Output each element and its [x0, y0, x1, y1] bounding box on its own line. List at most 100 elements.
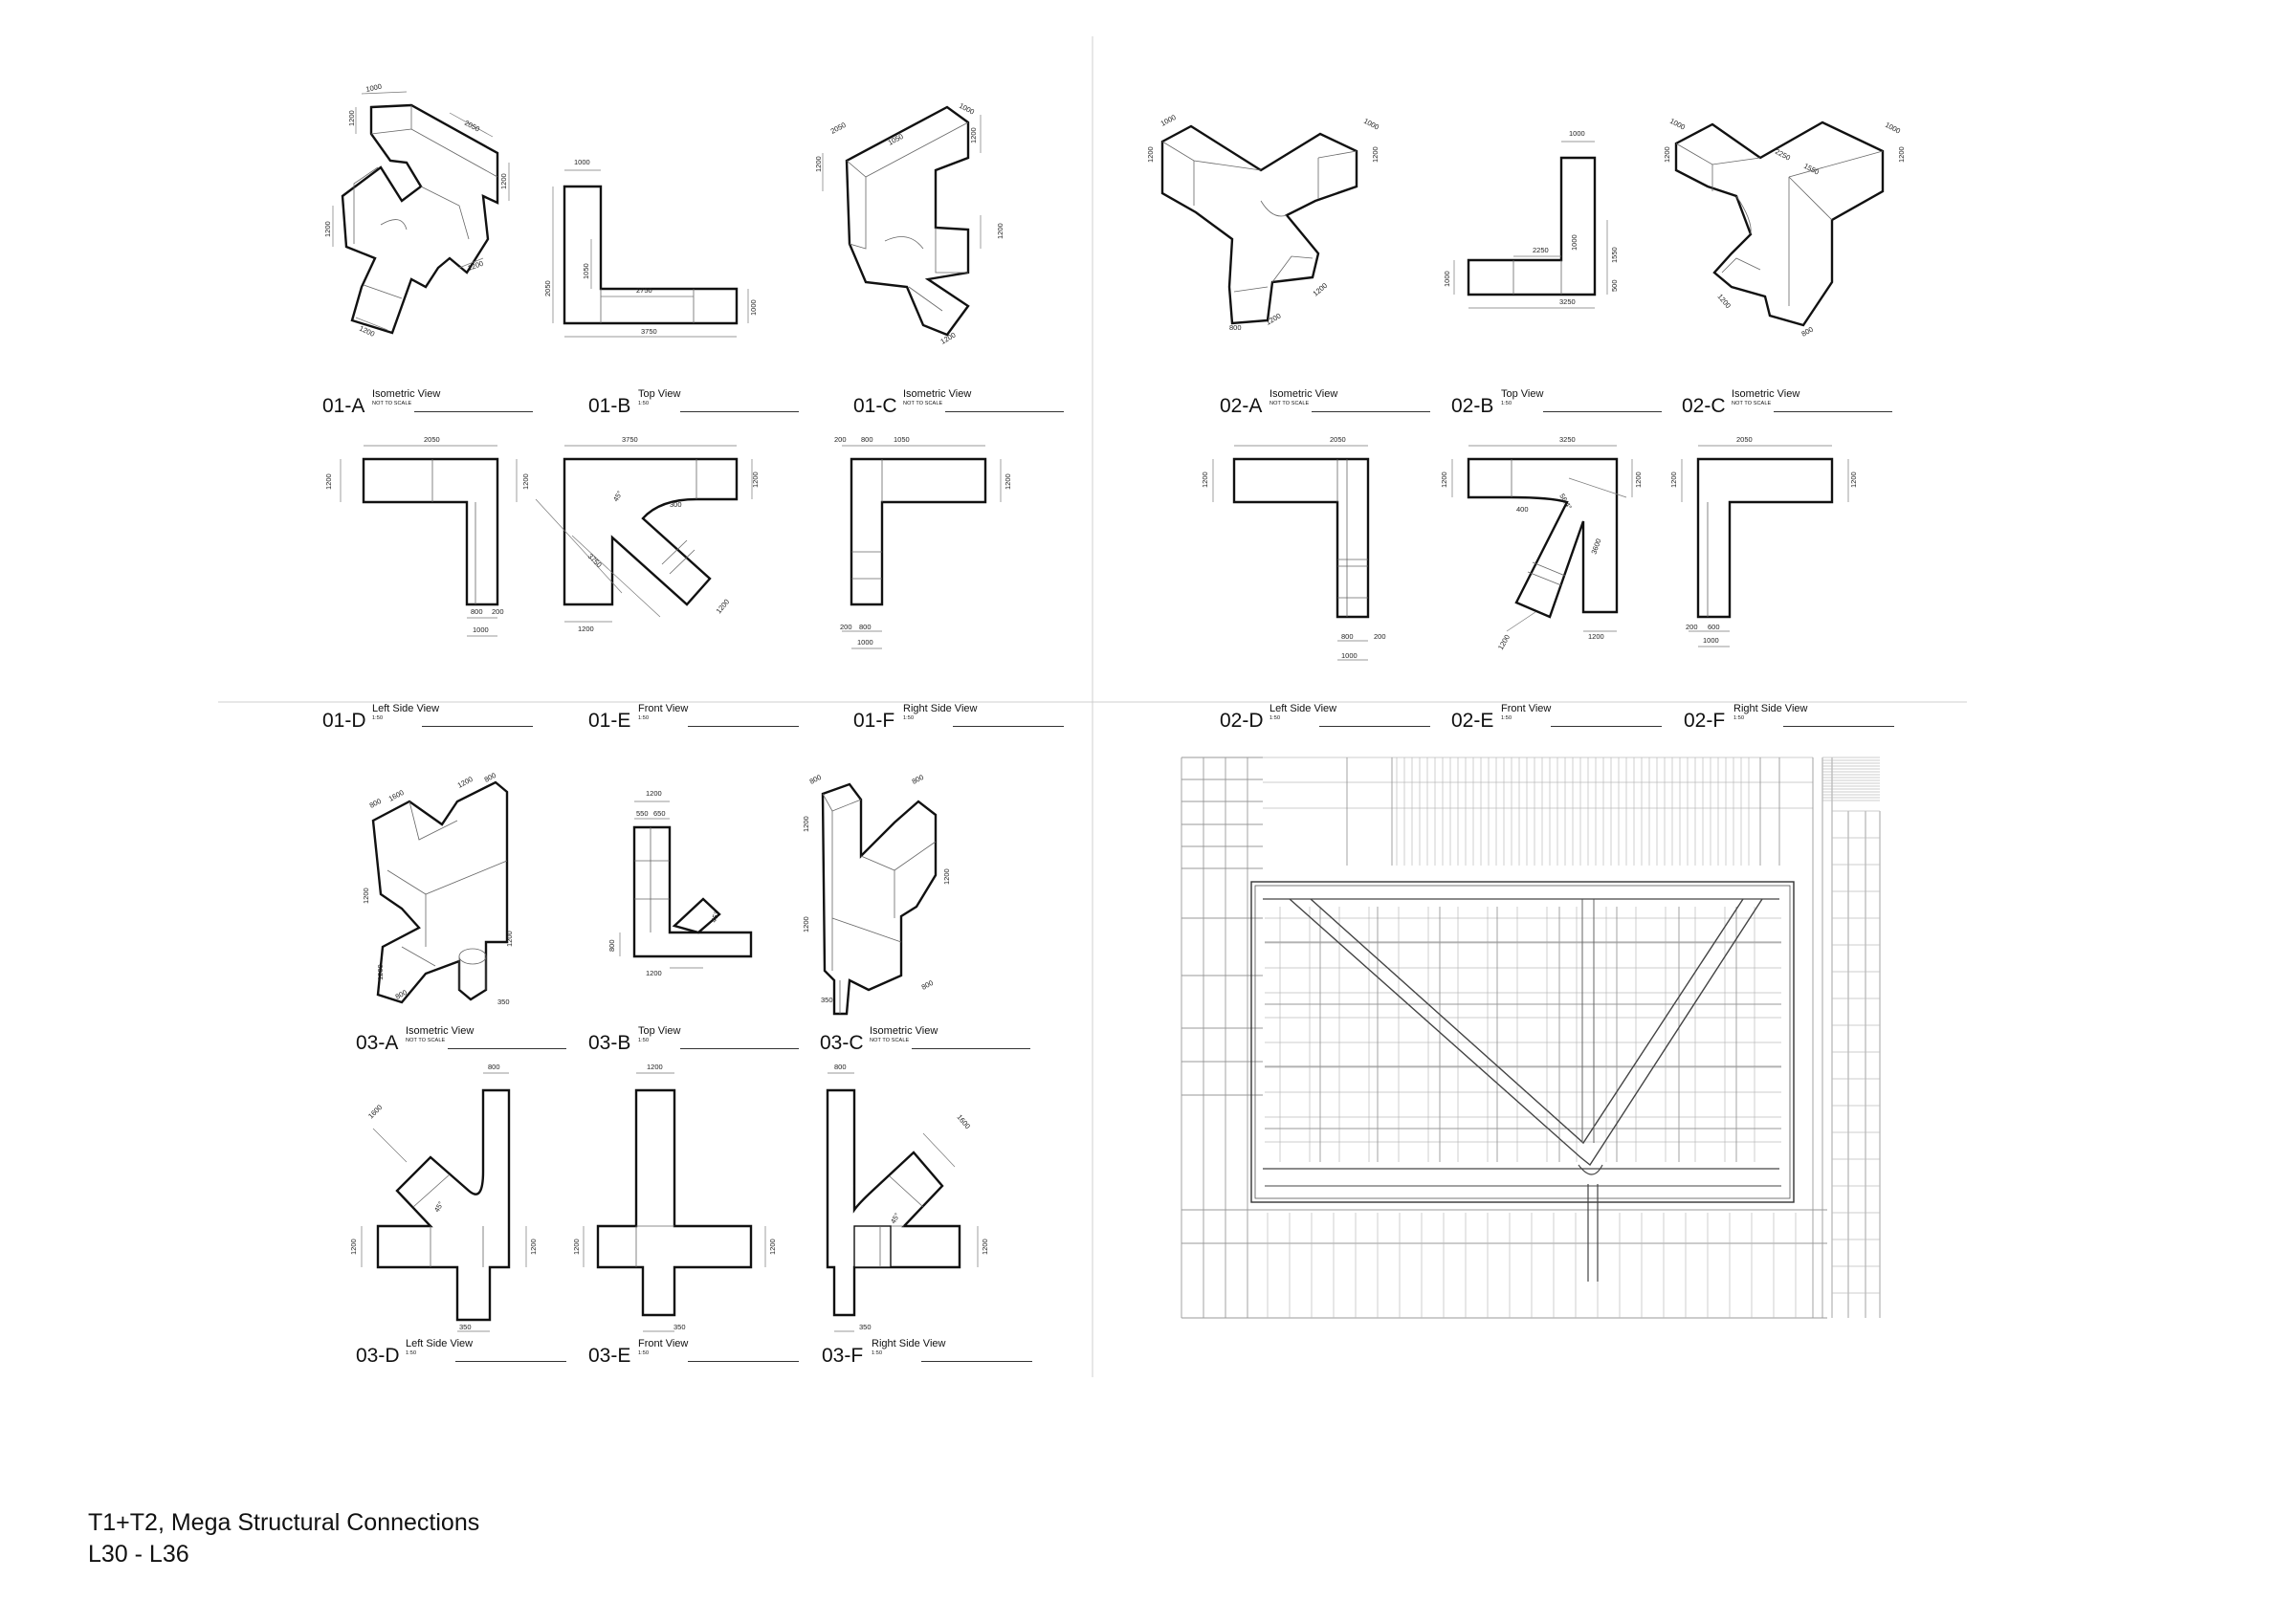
dim-01C-b: 2050: [829, 121, 848, 136]
dim-03A-b: 1600: [387, 788, 406, 803]
dim-02F-left: 1200: [1669, 472, 1678, 488]
dim-03B-left: 800: [607, 939, 616, 952]
dim-02B-r1: 1550: [1610, 247, 1619, 263]
dim-03C-f: 800: [920, 978, 935, 992]
caption-01E: 01-E Front View 1:50: [588, 701, 799, 734]
dim-02B-mid: 2250: [1533, 246, 1549, 254]
dim-01B-mid: 1050: [582, 263, 590, 279]
dim-03C-d: 1200: [942, 868, 951, 885]
dim-03D-left: 1200: [349, 1239, 358, 1255]
caption-03A: 03-A Isometric View NOT TO SCALE: [356, 1023, 566, 1056]
dim-03B-bottom: 1200: [646, 969, 662, 977]
dim-01F-t3: 1050: [894, 435, 910, 444]
caption-title: Top View: [638, 388, 681, 400]
caption-underline: [688, 726, 799, 727]
dim-01B-top: 1000: [574, 158, 590, 166]
caption-scale: NOT TO SCALE: [870, 1038, 910, 1043]
caption-underline: [455, 1361, 566, 1362]
caption-code: 03-C: [820, 1032, 864, 1054]
dim-01D-left: 1200: [324, 473, 333, 490]
dim-02D-b3: 1000: [1341, 651, 1358, 660]
dim-02C-f: 1200: [1897, 146, 1906, 163]
dim-01B-right: 1000: [749, 299, 758, 316]
dim-03C-c: 1200: [802, 816, 810, 832]
caption-code: 03-D: [356, 1345, 400, 1367]
caption-title: Isometric View: [903, 388, 972, 400]
dim-02F-b3: 1000: [1703, 636, 1719, 645]
dim-01A-c: 2050: [463, 119, 481, 134]
caption-code: 03-A: [356, 1032, 399, 1054]
dim-03B-top: 1200: [646, 789, 662, 798]
caption-title: Front View: [638, 1338, 689, 1349]
dim-01F-right: 1200: [1004, 473, 1012, 490]
caption-title: Front View: [1501, 703, 1552, 714]
caption-code: 01-F: [853, 710, 895, 732]
view-02C-isometric: 1200 1000 2250 1550 1000 1200 1200 800: [1663, 117, 1906, 339]
caption-scale: 1:50: [1501, 401, 1512, 406]
caption-title: Isometric View: [870, 1025, 938, 1037]
dim-02D-b1: 800: [1341, 632, 1354, 641]
dim-02D-left: 1200: [1201, 472, 1209, 488]
dim-02E-bl: 1200: [1496, 633, 1512, 651]
dim-03C-a: 800: [808, 773, 823, 786]
caption-code: 02-A: [1220, 395, 1263, 417]
dim-03F-b: 350: [859, 1323, 872, 1331]
dim-01E-r: 300: [670, 500, 682, 509]
dim-02E-left: 1200: [1440, 472, 1448, 488]
dim-02B-left: 1000: [1443, 271, 1451, 287]
dim-01F-b2: 800: [859, 623, 872, 631]
caption-title: Isometric View: [1269, 388, 1338, 400]
caption-02B: 02-B Top View 1:50: [1451, 386, 1662, 419]
caption-02A: 02-A Isometric View NOT TO SCALE: [1220, 386, 1430, 419]
dim-03C-e: 1200: [802, 916, 810, 932]
caption-title: Isometric View: [372, 388, 441, 400]
caption-underline: [1319, 726, 1430, 727]
caption-code: 02-D: [1220, 710, 1264, 732]
view-02A-isometric: 1200 1000 1000 1200 800 1200 1200: [1146, 113, 1380, 332]
caption-01F: 01-F Right Side View 1:50: [853, 701, 1064, 734]
caption-scale: 1:50: [638, 401, 650, 406]
elevation-drawing: [1181, 757, 1881, 1319]
caption-title: Left Side View: [1269, 703, 1337, 714]
dim-03A-a: 800: [368, 797, 383, 810]
caption-underline: [912, 1048, 1030, 1049]
view-03C-isometric: 800 800 1200 1200 1200 800 350: [802, 773, 951, 1016]
caption-scale: 1:50: [372, 715, 384, 721]
caption-03F: 03-F Right Side View 1:50: [822, 1336, 1032, 1369]
dim-03E-top: 1200: [647, 1063, 663, 1071]
view-02F-right: 2050 1200 1200 200 600 1000: [1669, 435, 1858, 647]
caption-code: 02-B: [1451, 395, 1494, 417]
caption-01C: 01-C Isometric View NOT TO SCALE: [853, 386, 1064, 419]
dim-03C-g: 350: [821, 996, 833, 1004]
caption-02F: 02-F Right Side View 1:50: [1684, 701, 1894, 734]
dim-01A-a: 1000: [365, 82, 383, 94]
dim-01A-d: 1200: [499, 173, 508, 189]
dim-02A-g: 1200: [1312, 281, 1330, 298]
caption-03D: 03-D Left Side View 1:50: [356, 1336, 566, 1369]
dim-02A-c: 1000: [1362, 117, 1380, 132]
caption-underline: [688, 1361, 799, 1362]
dim-02F-b2: 600: [1708, 623, 1720, 631]
view-01E-front: 3750 1200 3750 300 45° 1200 1200: [535, 435, 760, 633]
caption-scale: NOT TO SCALE: [406, 1038, 446, 1043]
dim-01D-b3: 1000: [473, 625, 489, 634]
dim-03D-top: 800: [488, 1063, 500, 1071]
caption-title: Front View: [638, 703, 689, 714]
dim-03D-right: 1200: [529, 1239, 538, 1255]
dim-03F-diag: 1600: [955, 1113, 972, 1131]
view-01D-left: 2050 1200 1200 800 200 1000: [324, 435, 530, 637]
caption-title: Right Side View: [903, 703, 978, 714]
view-02B-top: 1000 2250 1000 1550 500 1000 3250: [1443, 129, 1619, 309]
caption-scale: NOT TO SCALE: [1732, 401, 1772, 406]
view-03F-right: 800 1600 45° 1200 350: [826, 1063, 989, 1332]
caption-scale: 1:50: [1733, 715, 1745, 721]
dim-01E-bl: 1200: [578, 625, 594, 633]
caption-01B: 01-B Top View 1:50: [588, 386, 799, 419]
dim-02A-d: 1200: [1371, 146, 1380, 163]
caption-code: 02-C: [1682, 395, 1726, 417]
dim-01B-bottom: 3750: [641, 327, 657, 336]
caption-title: Isometric View: [406, 1025, 475, 1037]
caption-code: 01-A: [322, 395, 365, 417]
view-01B-top: 1000 2050 1050 2750 3750 1000: [543, 158, 758, 338]
caption-title: Top View: [638, 1025, 681, 1037]
